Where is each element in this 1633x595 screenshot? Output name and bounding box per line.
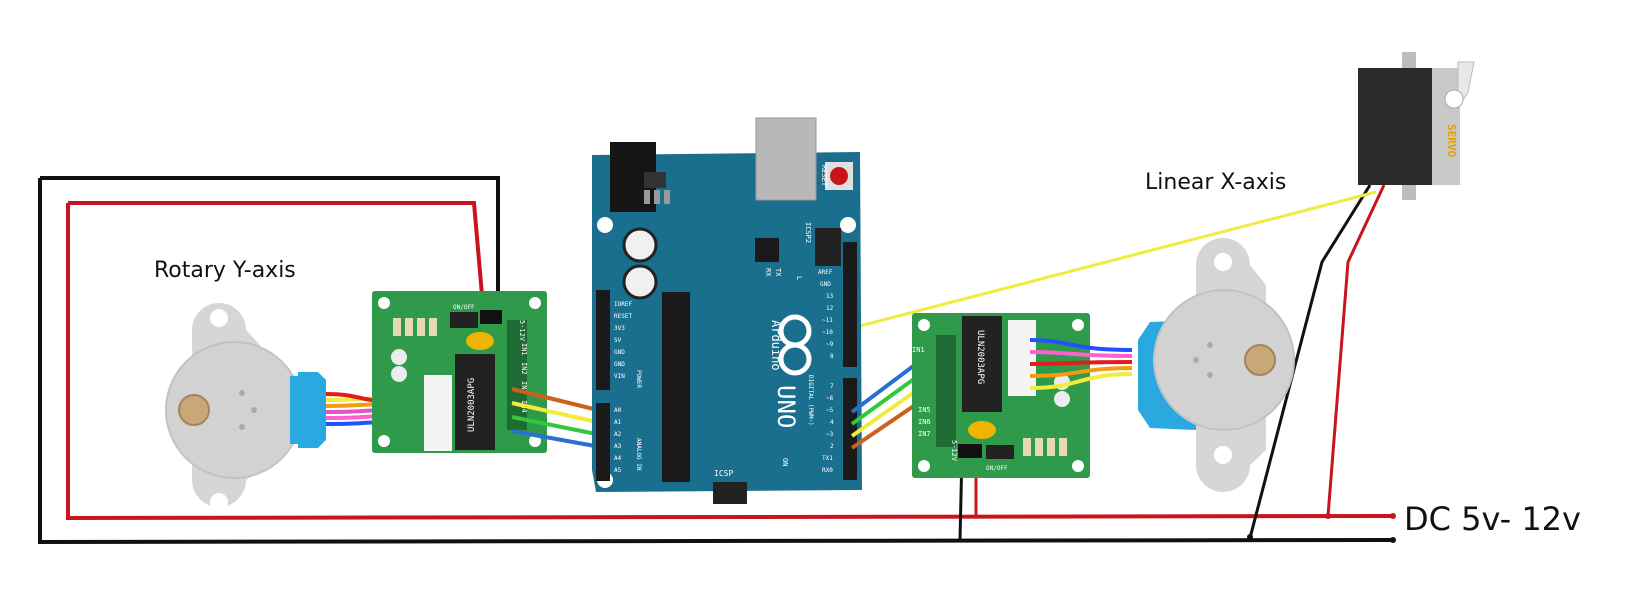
svg-text:A3: A3 <box>614 443 622 450</box>
svg-text:IN1: IN1 <box>520 343 528 356</box>
rotary-stepper-motor <box>165 303 326 511</box>
svg-text:ICSP: ICSP <box>714 469 733 478</box>
svg-text:RESET: RESET <box>614 313 632 320</box>
svg-text:GND: GND <box>614 361 625 368</box>
svg-text:A2: A2 <box>614 431 622 438</box>
arduino-logo-icon <box>778 314 812 376</box>
svg-text:ICSP2: ICSP2 <box>804 222 812 243</box>
black-rail-top <box>40 176 500 318</box>
svg-text:5V: 5V <box>614 337 622 344</box>
svg-text:GND: GND <box>614 349 625 356</box>
svg-text:IN7: IN7 <box>918 430 931 438</box>
svg-text:A1: A1 <box>614 419 622 426</box>
left-driver-board: ON/OFF ULN2003APG 5-12V IN1 IN2 IN3 IN4 <box>372 291 547 453</box>
servo-black <box>1248 184 1372 539</box>
arduino-uno: RESET ICSP2 TX RX L Arduino UNO ICSP ON … <box>592 117 862 504</box>
svg-text:ON: ON <box>781 458 789 466</box>
svg-text:AREF: AREF <box>818 269 833 276</box>
linear-axis-label: Linear X-axis <box>1145 170 1287 195</box>
svg-text:4: 4 <box>830 419 834 426</box>
servo-signal-wire <box>851 190 1377 330</box>
right-motor-wires <box>1029 338 1133 390</box>
svg-text:A5: A5 <box>614 467 622 474</box>
svg-text:13: 13 <box>826 293 834 300</box>
servo-red <box>1326 184 1386 517</box>
svg-text:12: 12 <box>826 305 834 312</box>
svg-text:SERVO: SERVO <box>1445 124 1458 157</box>
red-rail <box>66 203 1393 521</box>
svg-text:~11: ~11 <box>822 317 833 324</box>
red-rail-top <box>68 201 486 319</box>
svg-text:ON/OFF: ON/OFF <box>986 465 1008 472</box>
svg-text:TX1: TX1 <box>822 455 833 462</box>
svg-text:TX: TX <box>774 268 782 277</box>
svg-text:~5: ~5 <box>826 407 834 414</box>
svg-text:DIGITAL (PWM~): DIGITAL (PWM~) <box>807 375 814 426</box>
svg-text:IN3: IN3 <box>520 381 528 394</box>
svg-text:~3: ~3 <box>826 431 834 438</box>
rotary-axis-label: Rotary Y-axis <box>154 258 296 283</box>
svg-text:~6: ~6 <box>826 395 834 402</box>
svg-text:ULN2003APG: ULN2003APG <box>975 330 985 384</box>
svg-text:RX0: RX0 <box>822 467 833 474</box>
svg-text:GND: GND <box>820 281 831 288</box>
svg-text:~10: ~10 <box>822 329 833 336</box>
svg-text:ON/OFF: ON/OFF <box>453 304 475 311</box>
svg-text:3V3: 3V3 <box>614 325 625 332</box>
svg-text:UNO: UNO <box>772 385 800 428</box>
svg-text:RESET: RESET <box>820 165 828 187</box>
svg-text:A4: A4 <box>614 455 622 462</box>
left-signal-wires <box>511 387 607 450</box>
svg-text:A0: A0 <box>614 407 622 414</box>
svg-text:~9: ~9 <box>826 341 834 348</box>
black-rail <box>38 178 1393 545</box>
svg-text:ANALOG IN: ANALOG IN <box>635 438 642 471</box>
right-driver-board: IN1 IN5 IN6 IN7 ULN2003APG ON/OFF 5-12V <box>912 313 1090 478</box>
svg-text:RX: RX <box>764 268 772 277</box>
svg-text:ULN2003APG: ULN2003APG <box>467 378 477 432</box>
svg-text:5-12V: 5-12V <box>518 320 526 342</box>
svg-text:IN1: IN1 <box>912 346 925 354</box>
svg-text:VIN: VIN <box>614 373 625 380</box>
svg-text:5-12V: 5-12V <box>950 440 958 462</box>
svg-text:POWER: POWER <box>635 370 642 388</box>
svg-text:7: 7 <box>830 383 834 390</box>
svg-text:8: 8 <box>830 353 834 360</box>
svg-text:IN5: IN5 <box>918 406 931 414</box>
servo-motor: SERVO <box>1358 52 1475 200</box>
svg-text:IN6: IN6 <box>918 418 931 426</box>
dc-supply-label: DC 5v- 12v <box>1404 500 1581 538</box>
svg-text:2: 2 <box>830 443 834 450</box>
linear-stepper-motor <box>1138 238 1295 492</box>
svg-text:L: L <box>795 276 803 280</box>
svg-text:IN2: IN2 <box>520 362 528 375</box>
svg-text:Arduino: Arduino <box>769 320 783 371</box>
svg-text:IOREF: IOREF <box>614 301 632 308</box>
